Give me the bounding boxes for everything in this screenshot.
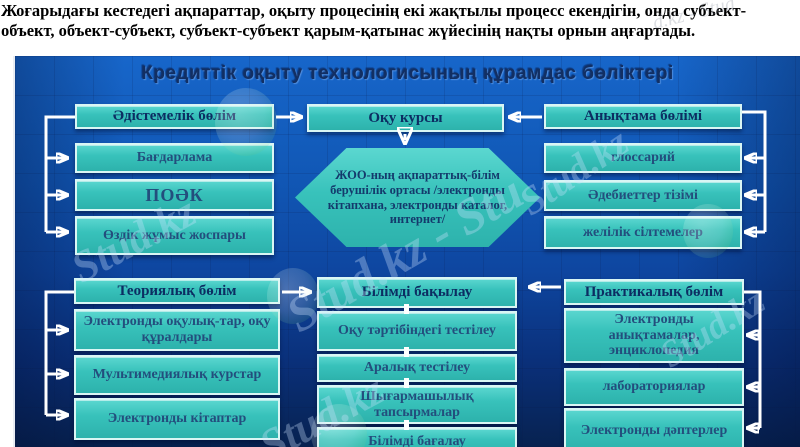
theoretical-item-box: Электронды оқулық-тар, оқу құралдары <box>74 309 280 351</box>
control-item-box: Аралық тестілеу <box>317 354 517 382</box>
bracket-line <box>742 110 767 232</box>
diagram-title: Кредиттік оқыту технологисының құрамдас … <box>141 63 674 84</box>
bracket-line <box>44 115 75 232</box>
intro-paragraph: Жоғарыдағы кестедегі ақпараттар, оқыту п… <box>1 1 747 41</box>
reference-item-box: глоссарий <box>544 143 742 173</box>
practical-item-box: Электронды анықтамалар, энциклопедия <box>564 308 744 363</box>
environment-hexagon: ЖОО-ның ақпараттық-білім берушілік ортас… <box>295 148 540 247</box>
theoretical-item-box: Мультимедиялық курстар <box>74 355 280 395</box>
control-header-box: Білімді бақылау <box>317 277 517 308</box>
reference-item-box: желілік сілтемелер <box>544 216 742 249</box>
practical-header-box: Практикалық бөлім <box>564 279 744 305</box>
practical-item-box: Электронды дәптерлер <box>564 408 744 447</box>
bracket-line <box>44 290 74 415</box>
reference-item-box: Әдебиеттер тізімі <box>544 180 742 211</box>
vertical-connector <box>404 304 409 314</box>
theoretical-header-box: Теориялық бөлім <box>74 278 280 304</box>
bracket-line <box>744 290 762 428</box>
vertical-connector <box>404 420 409 430</box>
course-header-box: Оқу курсы <box>307 104 504 132</box>
methodical-item-box: Бағдарлама <box>75 143 274 173</box>
control-item-box: Оқу тәртібіндегі тестілеу <box>317 311 517 351</box>
methodical-item-box: Өздік жұмыс жоспары <box>75 216 274 255</box>
theoretical-item-box: Электронды кітаптар <box>74 398 280 440</box>
methodical-item-box: ПОӘК <box>75 179 274 211</box>
control-item-box: Шығармашылық тапсырмалар <box>317 385 517 424</box>
control-item-box: Білімді бағалау <box>317 427 517 447</box>
credit-technology-diagram: Кредиттік оқыту технологисының құрамдас … <box>13 56 800 447</box>
practical-item-box: лабораториялар <box>564 368 744 406</box>
methodical-header-box: Әдістемелік бөлім <box>75 104 274 129</box>
vertical-connector <box>404 378 409 388</box>
reference-header-box: Анықтама бөлімі <box>544 104 742 129</box>
vertical-connector <box>404 347 409 357</box>
